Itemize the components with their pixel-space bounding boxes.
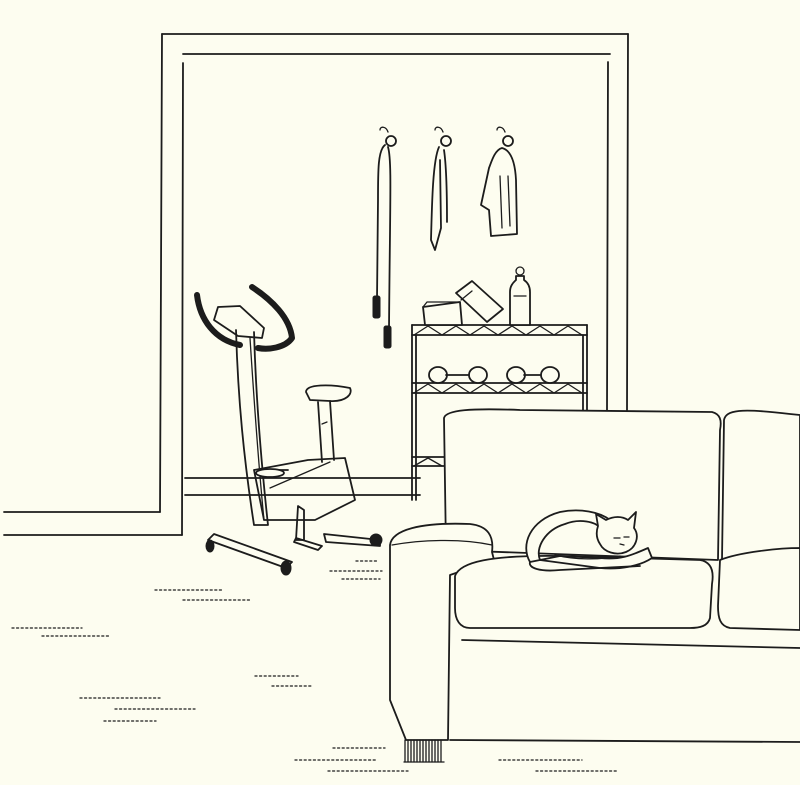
storage-shelf	[412, 267, 587, 500]
hanging-towel	[481, 148, 517, 236]
doorway-frame	[182, 34, 628, 535]
sofa	[390, 409, 800, 762]
sofa-back-cushion-left	[444, 409, 721, 560]
exercise-bike	[197, 287, 382, 575]
sofa-back-cushion-right	[722, 411, 800, 560]
room-walls	[4, 34, 628, 535]
bike-frame	[236, 330, 355, 525]
dumbbell-1	[429, 367, 487, 383]
yoga-block-1	[423, 302, 462, 325]
sofa-front-panel	[450, 640, 800, 742]
sofa-seat-cushion-right	[718, 548, 800, 630]
sofa-fringe	[404, 740, 444, 762]
hook-2	[435, 127, 451, 146]
resistance-band	[431, 147, 447, 250]
sleeping-cat	[526, 510, 652, 570]
bike-base	[206, 469, 382, 575]
floor-texture	[12, 561, 617, 771]
dumbbell-2	[507, 367, 559, 383]
sofa-armrest	[390, 524, 494, 740]
bike-seat	[306, 385, 351, 462]
jump-rope	[373, 145, 391, 348]
hook-3	[497, 127, 513, 146]
water-bottle	[510, 267, 530, 325]
bike-handlebars	[197, 287, 292, 349]
yoga-block-2	[456, 281, 503, 322]
hook-1	[380, 127, 396, 146]
wall-hooks	[373, 127, 517, 348]
sofa-seat-cushion-left	[455, 556, 713, 628]
bike-pedal	[294, 506, 322, 550]
